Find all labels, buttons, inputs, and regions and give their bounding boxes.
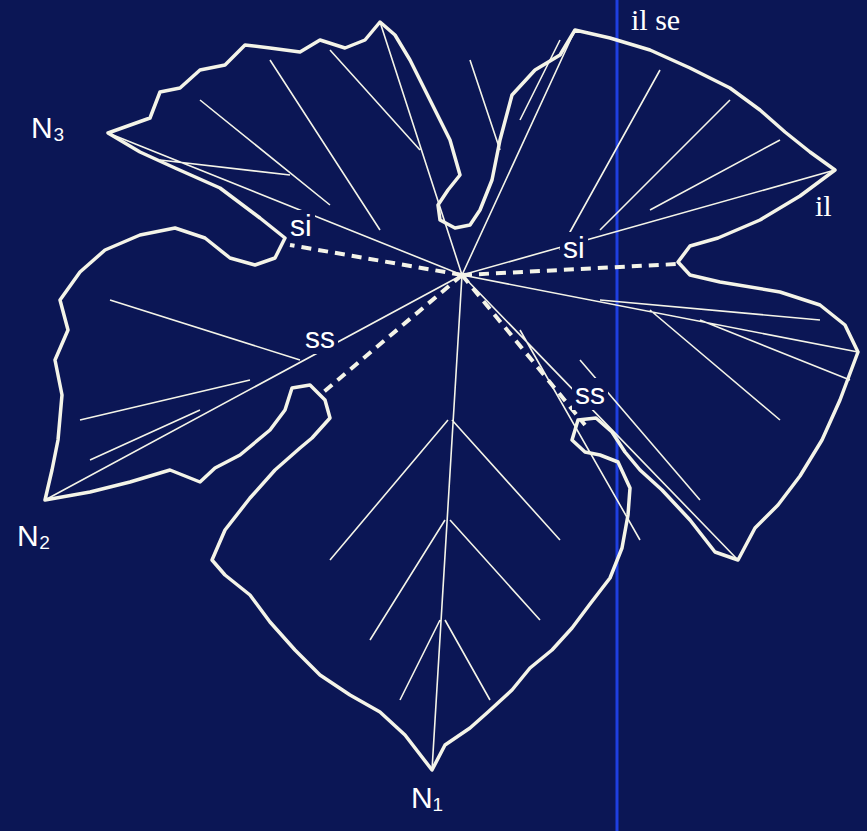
- leaf-label: il se: [628, 4, 683, 36]
- leaf-label: ss: [572, 378, 608, 410]
- leaf-veins: [45, 22, 858, 770]
- leaf-label: si: [560, 232, 588, 264]
- sinus-depth-lines: [290, 245, 678, 425]
- leaf-outline: [45, 22, 858, 770]
- leaf-label: N₂: [14, 520, 53, 552]
- leaf-label: si: [287, 210, 315, 242]
- leaf-label: N₁: [408, 782, 446, 814]
- leaf-label: N₃: [28, 112, 68, 144]
- leaf-label: ss: [302, 322, 338, 354]
- guide-line: [616, 0, 619, 831]
- leaf-label: il: [812, 190, 835, 222]
